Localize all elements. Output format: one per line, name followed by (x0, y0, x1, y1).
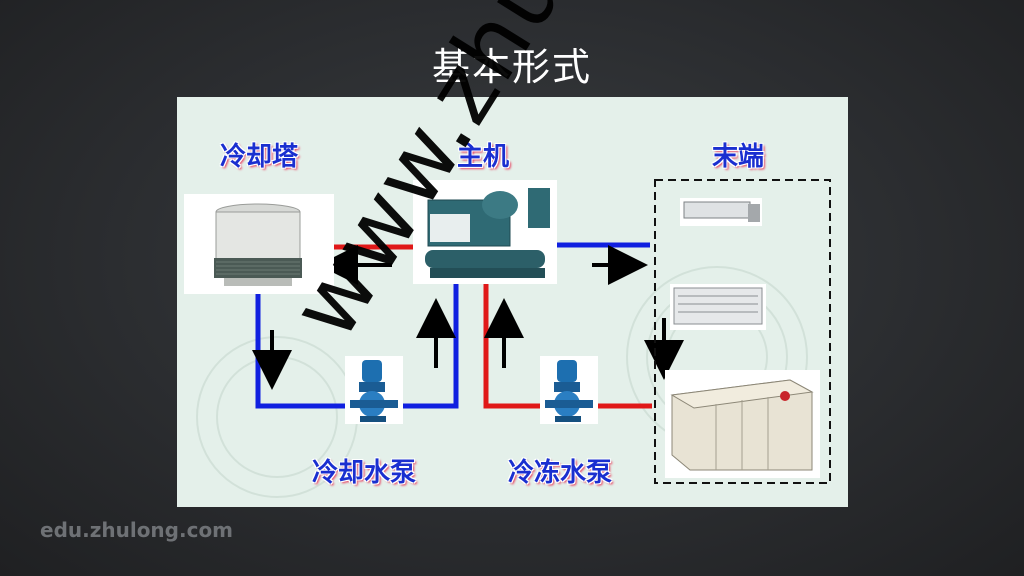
chiller-image (413, 180, 557, 284)
cooling-tower-label: 冷却塔 (220, 136, 298, 173)
cooling-tower-image (184, 194, 334, 294)
chiller-label: 主机 (457, 136, 509, 173)
terminal-label: 末端 (712, 136, 764, 173)
cooling-pump-label: 冷却水泵 (312, 452, 416, 489)
cooling-pump-image (345, 356, 403, 424)
footer-site-mark: edu.zhulong.com (40, 518, 233, 542)
chilled-pump-label: 冷冻水泵 (508, 452, 612, 489)
chilled-return-line (486, 282, 542, 406)
ahu-image (665, 370, 820, 478)
cooling-pump-out-line (400, 282, 456, 406)
air-handler-image (670, 284, 766, 330)
fan-coil-image (680, 198, 762, 226)
chilled-pump-image (540, 356, 598, 424)
